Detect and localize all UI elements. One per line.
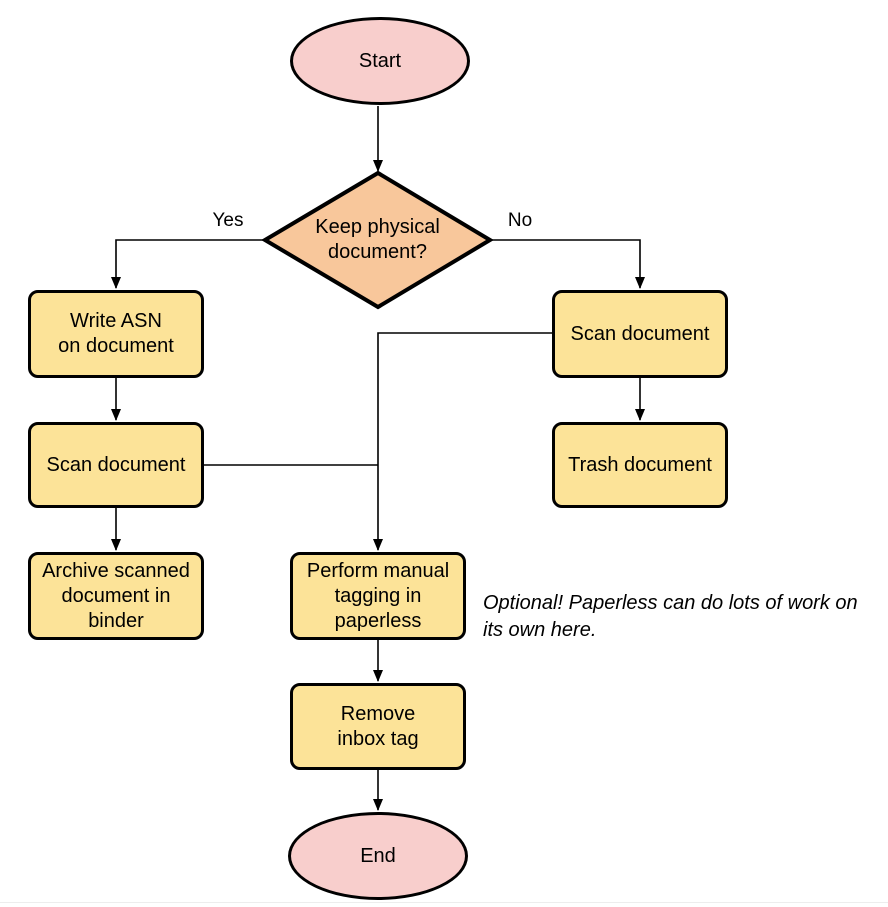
process-write-asn: Write ASN on document bbox=[28, 290, 204, 378]
start-node: Start bbox=[290, 17, 470, 105]
process-archive-scanned: Archive scanned document in binder bbox=[28, 552, 204, 640]
process-trash-document: Trash document bbox=[552, 422, 728, 508]
optional-annotation: Optional! Paperless can do lots of work … bbox=[483, 592, 858, 641]
decision-node-label: Keep physical document? bbox=[315, 216, 440, 263]
edge-scan-right-to-tagging bbox=[373, 332, 552, 551]
edge-label-no: No bbox=[507, 210, 533, 231]
process-manual-tagging: Perform manual tagging in paperless bbox=[290, 552, 466, 640]
process-scan-document-left: Scan document bbox=[28, 422, 204, 508]
edge-decision-yes-to-write-asn bbox=[111, 239, 265, 289]
process-remove-inbox-tag: Remove inbox tag bbox=[290, 683, 466, 770]
end-node: End bbox=[288, 812, 468, 900]
edge-label-yes: Yes bbox=[212, 210, 244, 231]
page-bottom-divider bbox=[0, 902, 888, 903]
edge-decision-no-to-scan-right bbox=[490, 239, 645, 289]
decision-diamond-shape bbox=[261, 170, 494, 310]
process-scan-document-right: Scan document bbox=[552, 290, 728, 378]
